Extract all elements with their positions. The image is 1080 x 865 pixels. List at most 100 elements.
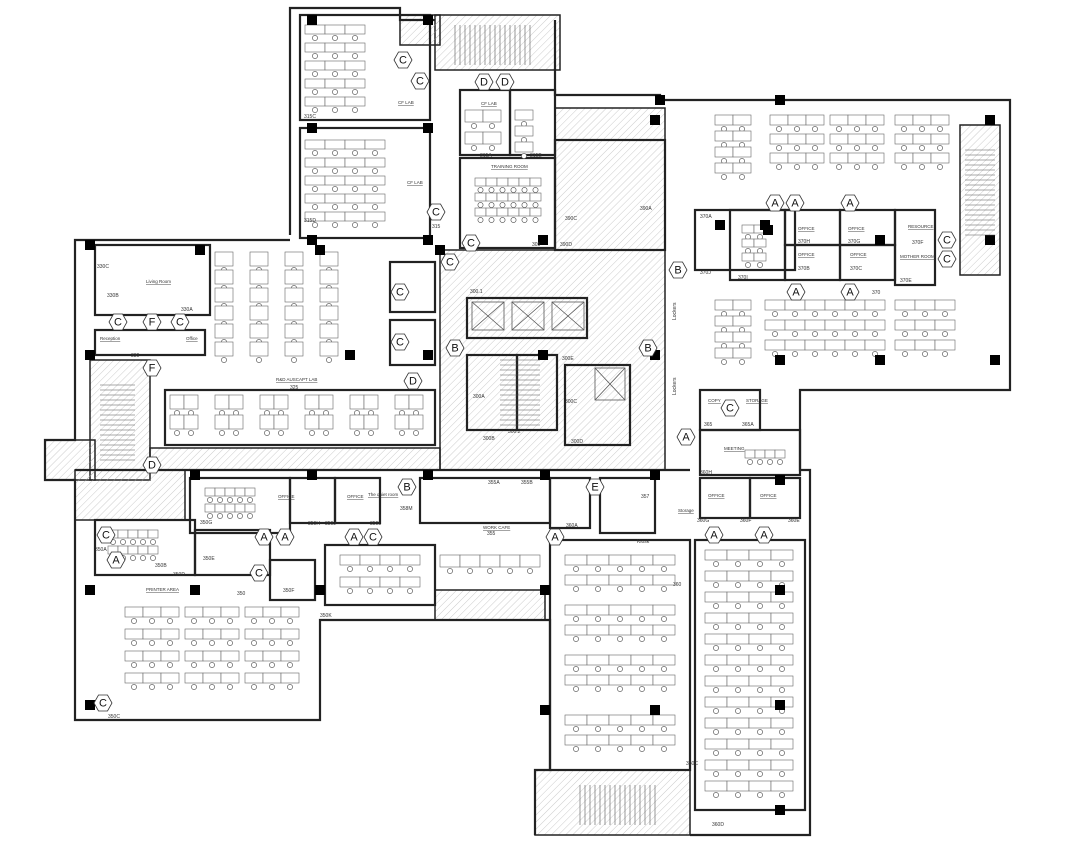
desk bbox=[726, 780, 750, 792]
desk bbox=[259, 414, 275, 430]
desk bbox=[280, 628, 300, 640]
door-tag-label: A bbox=[281, 532, 289, 544]
desk bbox=[124, 628, 144, 640]
desk bbox=[630, 604, 654, 616]
chair bbox=[639, 586, 645, 592]
reception-label: Reception bbox=[100, 336, 121, 341]
chair bbox=[140, 539, 146, 545]
chair bbox=[347, 588, 353, 594]
room-350: 350 bbox=[237, 591, 246, 597]
chair bbox=[149, 640, 155, 646]
room-325: 325 bbox=[290, 385, 299, 391]
desk bbox=[732, 331, 752, 343]
desk bbox=[364, 211, 386, 222]
quiet-room-label: The quiet room bbox=[368, 492, 399, 497]
desk bbox=[284, 305, 304, 321]
chair bbox=[209, 684, 215, 690]
room-360: 360 bbox=[673, 582, 682, 588]
room-355: 355 bbox=[487, 531, 496, 537]
chair bbox=[854, 126, 860, 132]
chair bbox=[836, 126, 842, 132]
room-300c: 300C bbox=[565, 399, 577, 405]
chair bbox=[852, 351, 858, 357]
chair bbox=[287, 662, 293, 668]
door-tag-label: A bbox=[792, 287, 800, 299]
desk bbox=[704, 549, 728, 561]
chair bbox=[772, 331, 778, 337]
desk bbox=[142, 650, 162, 662]
chair bbox=[735, 729, 741, 735]
column bbox=[307, 470, 317, 480]
column bbox=[345, 350, 355, 360]
chair bbox=[779, 561, 785, 567]
desk bbox=[304, 394, 320, 410]
chair bbox=[812, 145, 818, 151]
chair bbox=[735, 792, 741, 798]
chair bbox=[150, 555, 156, 561]
chair bbox=[287, 618, 293, 624]
desk bbox=[741, 224, 755, 234]
hexagon-icon bbox=[461, 234, 481, 252]
desk bbox=[204, 487, 216, 497]
desk bbox=[764, 299, 786, 311]
desk bbox=[408, 414, 424, 430]
desk bbox=[518, 192, 531, 202]
chair bbox=[347, 566, 353, 572]
chair bbox=[617, 566, 623, 572]
room-360a: 360A bbox=[566, 523, 578, 529]
chair bbox=[836, 145, 842, 151]
chair bbox=[532, 202, 539, 208]
desk bbox=[769, 152, 789, 164]
chair bbox=[521, 187, 528, 193]
chair bbox=[312, 107, 318, 113]
hexagon-icon bbox=[106, 551, 126, 569]
door-tag-label: A bbox=[260, 532, 268, 544]
door-tag-d: D bbox=[403, 372, 423, 390]
desk bbox=[864, 299, 886, 311]
room-360h: 360H bbox=[700, 470, 712, 476]
room-358m: 358M bbox=[400, 506, 413, 512]
chair bbox=[352, 107, 358, 113]
chair bbox=[372, 204, 378, 210]
desk bbox=[652, 624, 676, 636]
chair bbox=[487, 568, 493, 574]
desk bbox=[474, 192, 487, 202]
desk bbox=[704, 570, 728, 582]
chair bbox=[413, 430, 419, 436]
chair bbox=[661, 616, 667, 622]
desk bbox=[319, 323, 339, 339]
desk bbox=[564, 654, 588, 666]
lockers-label: Lockers bbox=[672, 302, 678, 320]
door-tag-c: C bbox=[410, 72, 430, 90]
column bbox=[435, 245, 445, 255]
desk bbox=[865, 152, 885, 164]
chair bbox=[188, 430, 194, 436]
desk bbox=[847, 114, 867, 126]
chair bbox=[312, 168, 318, 174]
room-350k: 350K bbox=[320, 613, 332, 619]
chair bbox=[332, 53, 338, 59]
office-label: OFFICE bbox=[848, 226, 865, 231]
desk bbox=[244, 672, 264, 684]
desk bbox=[234, 487, 246, 497]
door-tag-a: A bbox=[786, 283, 806, 301]
chair bbox=[872, 164, 878, 170]
chair bbox=[149, 684, 155, 690]
room-315b: 315B bbox=[530, 153, 542, 159]
room-360f: 360F bbox=[740, 518, 751, 524]
chair bbox=[387, 588, 393, 594]
chair bbox=[209, 618, 215, 624]
chair bbox=[573, 686, 579, 692]
door-tag-label: C bbox=[369, 532, 377, 544]
cf-lab-label: CF LAB bbox=[398, 100, 414, 105]
desk bbox=[847, 133, 867, 145]
desk bbox=[244, 606, 264, 618]
chair bbox=[779, 771, 785, 777]
chair bbox=[735, 582, 741, 588]
chair bbox=[757, 582, 763, 588]
desk bbox=[142, 672, 162, 684]
chair bbox=[191, 662, 197, 668]
door-tag-label: A bbox=[846, 198, 854, 210]
desk bbox=[805, 114, 825, 126]
chair bbox=[735, 750, 741, 756]
